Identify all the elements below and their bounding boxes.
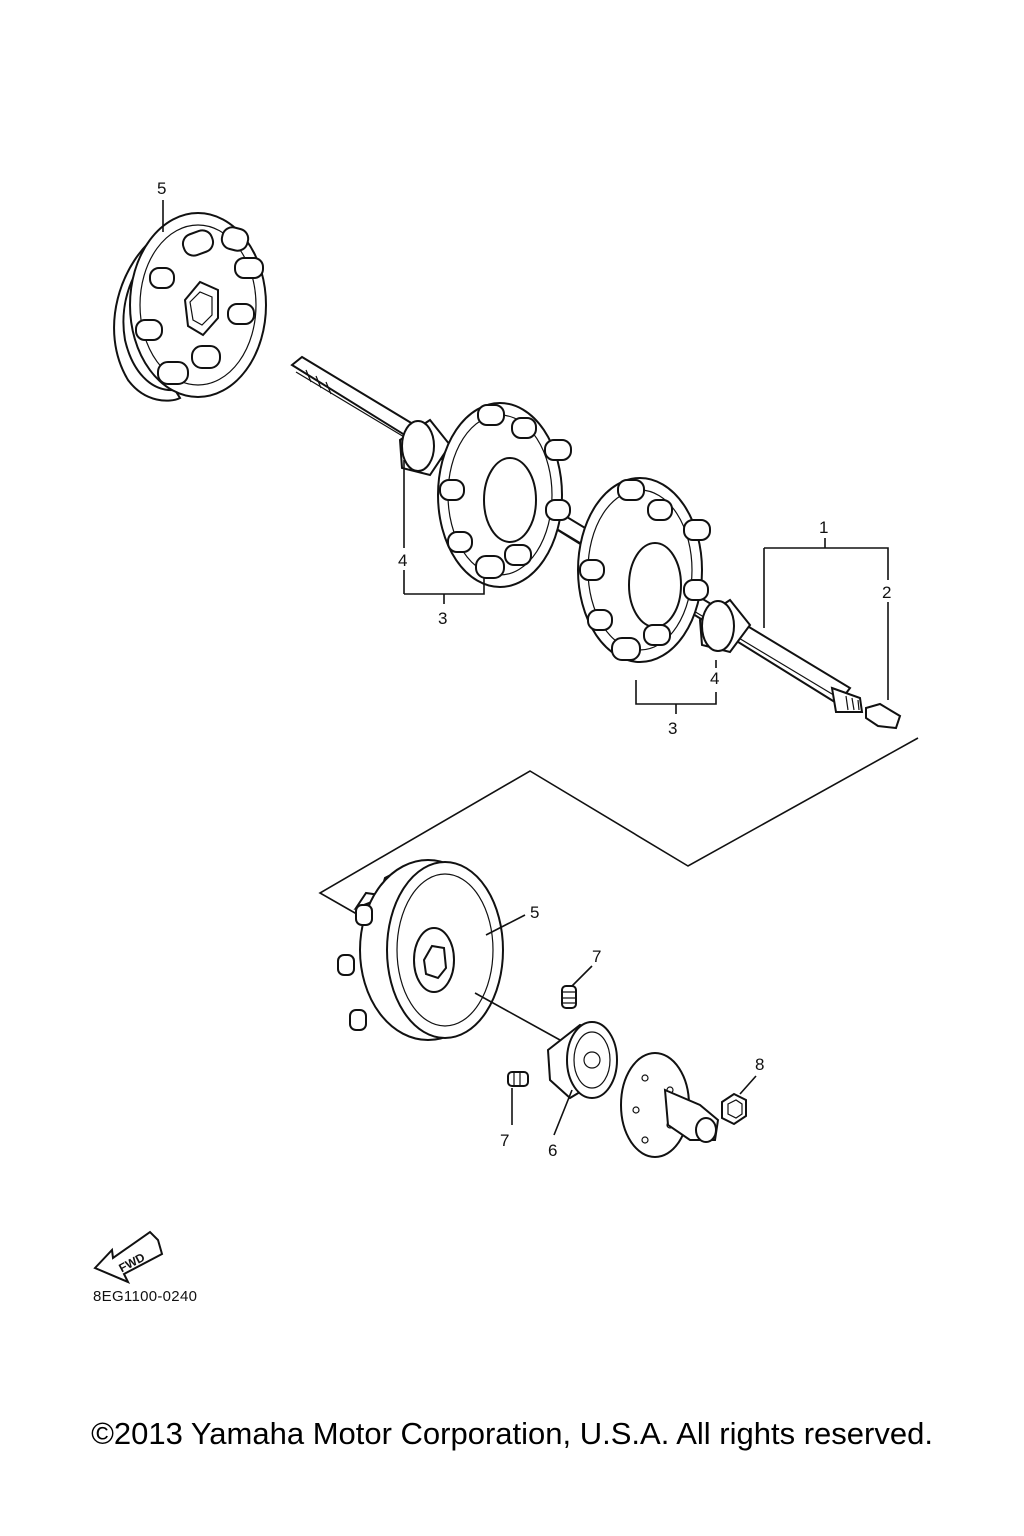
bearing: [546, 1021, 618, 1100]
diagram-code: 8EG1100-0240: [93, 1288, 198, 1305]
callout-4-left: 4: [398, 551, 407, 570]
assembly-guide-line: [318, 737, 919, 918]
callout-5-bottom: 5: [530, 903, 539, 922]
drive-shaft: [290, 355, 864, 713]
callout-5-top: 5: [157, 179, 166, 198]
copyright-notice: ©2013 Yamaha Motor Corporation, U.S.A. A…: [91, 1416, 933, 1451]
set-screw-upper: [561, 985, 577, 1009]
callout-2: 2: [882, 583, 891, 602]
collar-right: [698, 598, 752, 654]
callout-3-left: 3: [438, 609, 447, 628]
sprocket-middle-left: [437, 402, 572, 588]
sprocket-wheel-bottom: [337, 859, 504, 1041]
callout-6: 6: [548, 1141, 557, 1160]
sprocket-middle-right: [577, 477, 711, 663]
callout-1: 1: [819, 518, 828, 537]
flange-hub: [620, 1052, 720, 1158]
callout-4-right: 4: [710, 669, 719, 688]
fwd-arrow-icon: FWD: [93, 1230, 164, 1284]
callout-7-upper: 7: [592, 947, 601, 966]
shaft-axis-line: [474, 992, 561, 1041]
callout-8: 8: [755, 1055, 764, 1074]
callout-3-right: 3: [668, 719, 677, 738]
nut: [721, 1092, 747, 1126]
collar-left: [398, 418, 452, 477]
set-screw-lower: [507, 1071, 529, 1087]
shaft-end-nut: [865, 702, 902, 730]
sprocket-wheel-top: [113, 212, 267, 402]
leader-lines: [162, 200, 889, 1136]
callout-7-lower: 7: [500, 1131, 509, 1150]
